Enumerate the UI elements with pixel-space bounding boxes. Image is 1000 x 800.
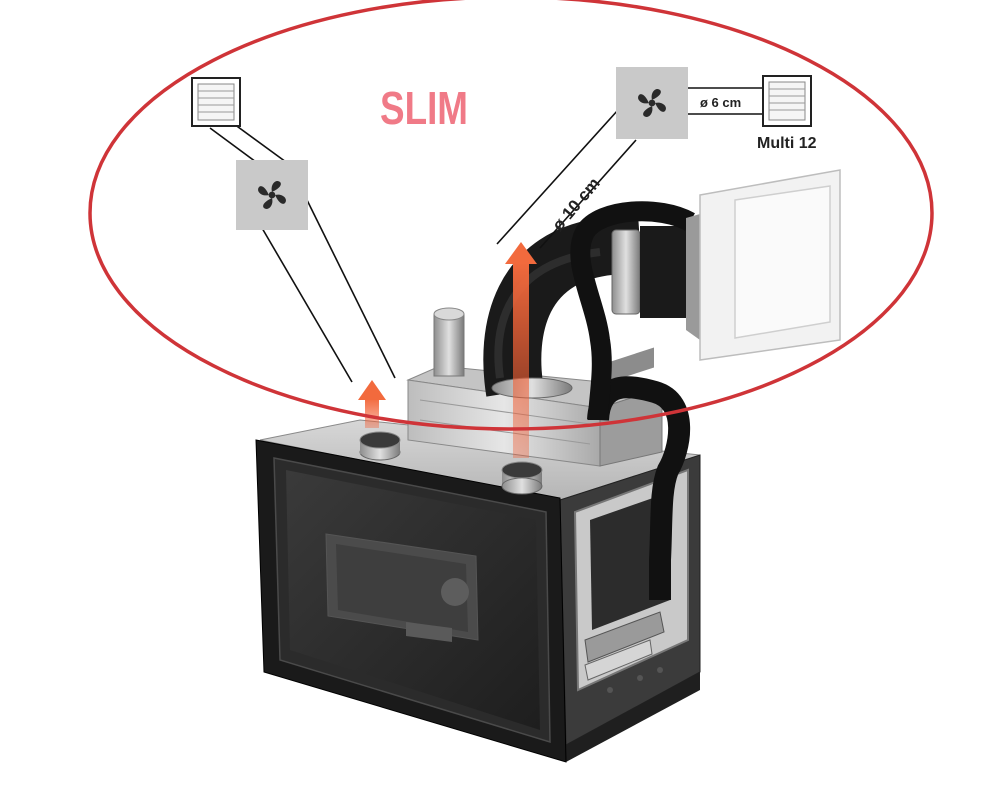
highlight-ellipse bbox=[88, 0, 934, 431]
fan-icon bbox=[616, 67, 688, 139]
diagram-title: SLIM bbox=[380, 82, 468, 134]
airflow-arrow-icon bbox=[505, 242, 537, 458]
chimney-stub bbox=[433, 307, 465, 377]
fan-icon bbox=[236, 160, 308, 230]
vent-grille-icon bbox=[762, 75, 812, 127]
airflow-arrow-icon bbox=[358, 380, 386, 428]
duct-label-small: ø 6 cm bbox=[700, 95, 741, 110]
wall-vent-icon bbox=[686, 169, 841, 361]
insert-front-frame bbox=[255, 439, 567, 763]
fireplace-insert bbox=[255, 307, 701, 763]
vent-grille-icon bbox=[191, 77, 241, 127]
collar-left bbox=[359, 431, 401, 461]
collar-right bbox=[501, 461, 543, 495]
duct-lines bbox=[209, 87, 763, 383]
outlet-label: Multi 12 bbox=[757, 135, 817, 152]
